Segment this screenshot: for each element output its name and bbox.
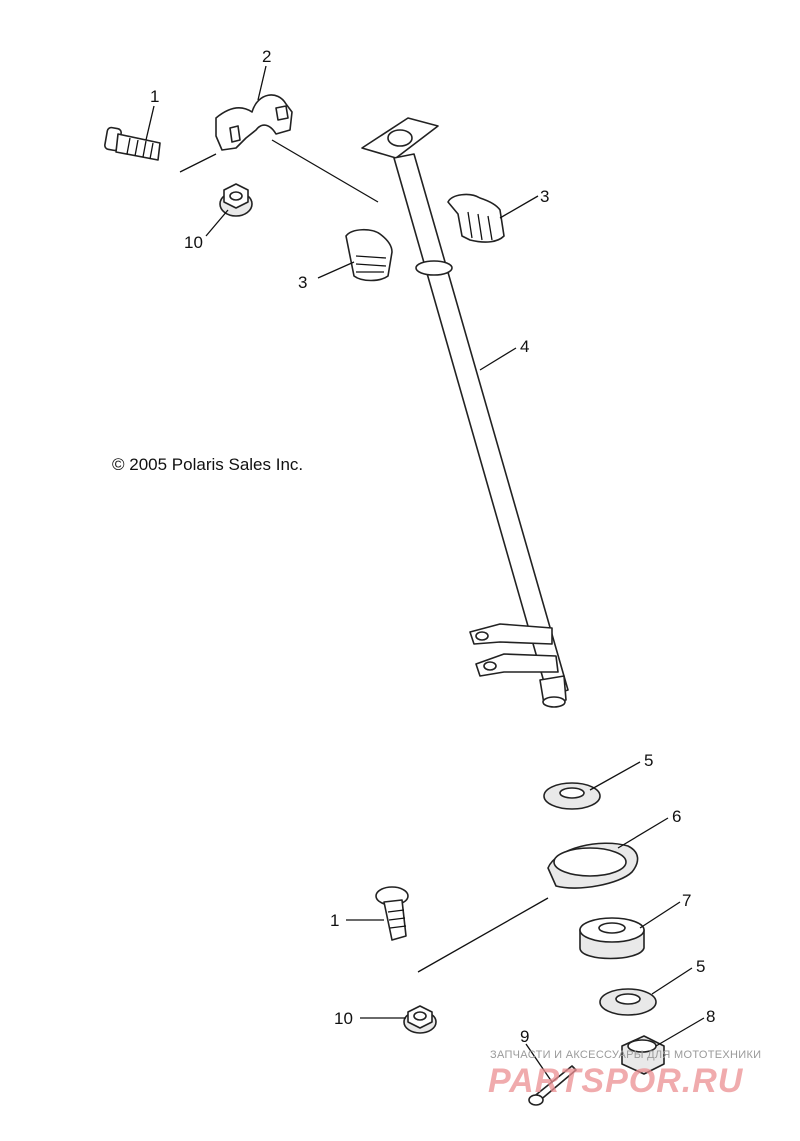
bushing-half-left [345, 228, 393, 282]
bushing-half-right [447, 193, 505, 243]
carriage-bolt-upper [104, 126, 161, 161]
copyright-notice: © 2005 Polaris Sales Inc. [112, 455, 303, 474]
callout-2: 2 [262, 47, 271, 66]
flange-nut-lower [403, 1005, 437, 1034]
watermark: ЗАПЧАСТИ И АКСЕССУАРЫ ДЛЯ МОТОТЕХНИКИ PA… [488, 1049, 761, 1100]
callout-4: 4 [520, 337, 529, 356]
carriage-bolt-lower [375, 886, 409, 941]
washer-lower [599, 988, 657, 1016]
callout-9: 9 [520, 1027, 529, 1046]
washer-upper [543, 782, 601, 810]
steering-post [361, 117, 569, 708]
callout-3-right: 3 [540, 187, 549, 206]
watermark-tagline: ЗАПЧАСТИ И АКСЕССУАРЫ ДЛЯ МОТОТЕХНИКИ [490, 1049, 761, 1061]
callout-leaders [145, 65, 705, 1083]
callout-8: 8 [706, 1007, 715, 1026]
callout-5-upper: 5 [644, 751, 653, 770]
steering-clamp-bracket [215, 94, 293, 151]
callout-labels: 1 2 3 3 4 10 5 6 1 7 5 10 9 8 [150, 47, 715, 1046]
bushing-ring [579, 917, 645, 960]
callout-10-upper: 10 [184, 233, 203, 252]
flange-nut-upper [219, 183, 253, 217]
callout-1-upper: 1 [150, 87, 159, 106]
bearing-flange [547, 842, 639, 889]
callout-3-left: 3 [298, 273, 307, 292]
cotter-pin [528, 1065, 577, 1106]
callout-7: 7 [682, 891, 691, 910]
callout-6: 6 [672, 807, 681, 826]
callout-1-lower: 1 [330, 911, 339, 930]
assembly-lines [179, 139, 549, 973]
callout-10-lower: 10 [334, 1009, 353, 1028]
callout-5-lower: 5 [696, 957, 705, 976]
castle-nut [621, 1035, 665, 1075]
watermark-brand: PARTSPOR.RU [488, 1062, 744, 1100]
